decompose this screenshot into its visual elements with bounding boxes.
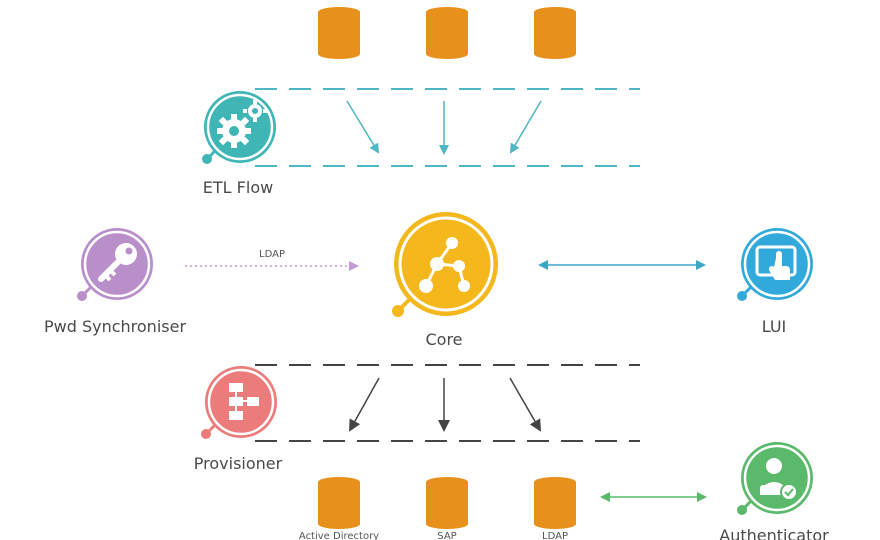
flowchart-icon	[201, 366, 277, 439]
key-icon	[77, 228, 153, 301]
target-label-ldap: LDAP	[542, 531, 568, 540]
authenticator-label: Authenticator	[719, 526, 829, 540]
gears-icon	[202, 91, 276, 164]
etl-arrow-left	[346, 100, 380, 154]
pwd-synchroniser-label: Pwd Synchroniser	[43, 317, 187, 336]
core-label: Core	[425, 330, 463, 349]
target-database-ldap	[534, 477, 576, 529]
provision-arrow-right	[509, 377, 541, 432]
network-graph-icon	[392, 212, 498, 317]
provisioner-label: Provisioner	[193, 454, 283, 473]
source-database-3	[534, 7, 576, 59]
ldap-connection-label: LDAP	[259, 249, 285, 260]
user-check-icon	[737, 442, 813, 515]
touch-screen-icon	[737, 228, 813, 301]
source-database-1	[318, 7, 360, 59]
target-label-sap: SAP	[437, 531, 457, 540]
etl-flow-label: ETL Flow	[202, 178, 274, 197]
target-label-active-directory: Active Directory	[298, 531, 380, 540]
etl-arrow-right	[509, 100, 542, 154]
target-database-active-directory	[318, 477, 360, 529]
lui-label: LUI	[761, 317, 787, 336]
target-database-sap	[426, 477, 468, 529]
provision-arrow-left	[349, 377, 380, 432]
source-database-2	[426, 7, 468, 59]
